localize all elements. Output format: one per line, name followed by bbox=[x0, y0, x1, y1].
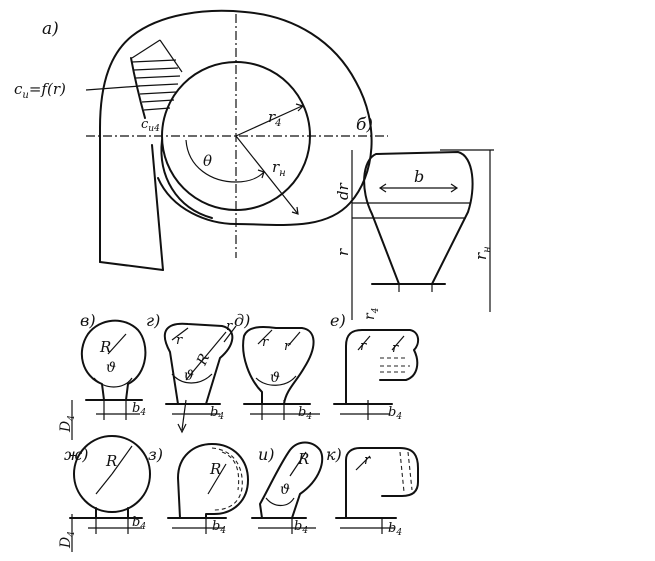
section-z: з) R b4 bbox=[148, 443, 249, 536]
panel-b-label: б) bbox=[356, 115, 373, 135]
r4-label: r4 bbox=[268, 108, 282, 129]
b4-label-z: b4 bbox=[212, 519, 226, 536]
r-label-d: r bbox=[262, 335, 269, 350]
panel-a-label: а) bbox=[42, 19, 59, 39]
r-label-g: r bbox=[176, 333, 183, 348]
r2-label-e: r bbox=[392, 341, 399, 356]
r4-radius bbox=[235, 105, 303, 137]
R-label-i: R bbox=[297, 450, 309, 468]
r-label-e: r bbox=[360, 339, 367, 354]
section-e: е) r r b4 bbox=[330, 311, 420, 422]
R-label-g: R bbox=[194, 351, 214, 369]
section-zh: ж) R b4 bbox=[64, 435, 151, 534]
cu4-label: cu4 bbox=[141, 117, 160, 134]
R-label-v: R bbox=[99, 338, 111, 356]
rn-radius bbox=[235, 135, 299, 215]
D4-label-2: D4 bbox=[58, 531, 77, 549]
section-i: и) R ϑ b4 bbox=[251, 441, 324, 536]
angle-label-g: ϑ bbox=[184, 368, 194, 384]
r2-label-d: r bbox=[284, 339, 291, 354]
inner-spiral-wall bbox=[160, 139, 213, 219]
dr-label: dr bbox=[334, 182, 352, 200]
r-label-k: r bbox=[364, 453, 371, 468]
b-label: b bbox=[414, 167, 424, 186]
section-k: к) r b4 bbox=[326, 445, 419, 538]
b4-label-k: b4 bbox=[388, 521, 402, 538]
b4-label-zh: b4 bbox=[132, 515, 146, 532]
panel-b-section: б) b dr r r4 rн bbox=[334, 115, 494, 320]
angle-label-v: ϑ bbox=[106, 360, 116, 376]
b4-label-i: b4 bbox=[294, 519, 308, 536]
theta-arc bbox=[185, 139, 265, 183]
angle-label-d: ϑ bbox=[270, 370, 280, 386]
volute-outlet-bottom bbox=[99, 261, 164, 271]
cu-leader bbox=[85, 85, 141, 91]
section-d: д) r r ϑ b4 bbox=[234, 311, 320, 422]
volute-tongue bbox=[151, 144, 164, 271]
rn-b-label: rн bbox=[472, 246, 493, 260]
r4-b-label: r4 bbox=[362, 307, 381, 320]
panel-a-volute: а) cu=f(r) cu4 bbox=[14, 9, 388, 271]
r2-label-g: r bbox=[226, 319, 233, 334]
D4-label-1: D4 bbox=[58, 415, 77, 433]
label-d: д) bbox=[234, 311, 250, 330]
b4-label-d: b4 bbox=[298, 405, 312, 422]
b4-label-g: b4 bbox=[210, 405, 224, 422]
volute-outer-wall bbox=[99, 9, 373, 263]
b4-label-e: b4 bbox=[388, 405, 402, 422]
angle-label-i: ϑ bbox=[280, 482, 290, 498]
label-e: е) bbox=[330, 311, 346, 330]
R-label-z: R bbox=[209, 460, 221, 478]
r-label: r bbox=[334, 248, 352, 256]
impeller-circle bbox=[161, 61, 311, 211]
cu-label: cu=f(r) bbox=[14, 80, 66, 101]
R-label-zh: R bbox=[105, 452, 117, 470]
b4-label-v: b4 bbox=[132, 401, 146, 418]
section-g: г) r R r ϑ b4 bbox=[146, 311, 237, 434]
label-z: з) bbox=[148, 445, 163, 464]
label-k: к) bbox=[326, 445, 342, 464]
label-v: в) bbox=[80, 311, 96, 330]
section-v: в) R ϑ b4 bbox=[80, 311, 147, 420]
section-outline bbox=[363, 151, 474, 285]
label-i: и) bbox=[258, 445, 275, 464]
velocity-distribution bbox=[130, 39, 183, 119]
theta-label: θ bbox=[203, 152, 212, 170]
rn-label: rн bbox=[272, 158, 286, 179]
label-g: г) bbox=[146, 311, 160, 330]
